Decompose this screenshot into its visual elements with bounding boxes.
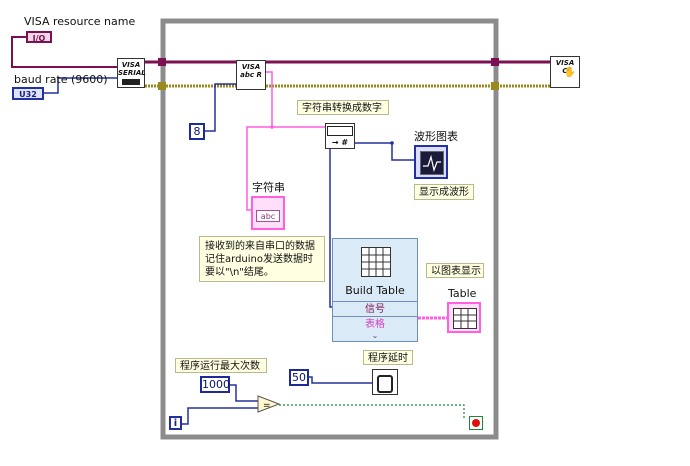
delay-wire (305, 376, 372, 384)
string-to-number-node[interactable]: → # (325, 123, 355, 149)
receive-data-comment: 接收到的来自串口的数据 记住arduino发送数据时 要以"\n"结尾。 (199, 236, 325, 282)
error-tunnel-right (491, 82, 499, 90)
numeric-output-wire (329, 142, 414, 308)
string-to-number-comment: 字符串转换成数字 (297, 100, 389, 115)
build-table-table-output[interactable]: 表格 (333, 316, 417, 331)
build-table-signal-input[interactable]: 信号 (333, 301, 417, 316)
waveform-chart-label: 波形图表 (414, 130, 458, 143)
string-indicator-label: 字符串 (252, 181, 285, 194)
table-grid-icon (361, 247, 391, 277)
baud-rate-label: baud rate (9600) (14, 73, 108, 86)
arrow-hash-icon: → # (331, 138, 349, 147)
max-count-wire (230, 384, 258, 402)
equal-compare-node (257, 395, 281, 413)
error-tunnel-left (158, 82, 166, 90)
show-table-comment: 以图表显示 (426, 263, 484, 278)
expand-chevron-icon[interactable]: ⌄ (371, 331, 379, 340)
table-indicator-terminal[interactable] (447, 302, 481, 333)
visa-serial-text: VISA SERIAL (118, 61, 146, 77)
byte-count-wire (205, 83, 236, 132)
wait-ms-node[interactable] (372, 369, 398, 395)
watch-icon (377, 375, 393, 393)
build-table-title: Build Table (345, 284, 405, 297)
digits-icon (327, 126, 353, 136)
byte-count-constant[interactable]: 8 (189, 123, 205, 140)
iteration-wire (182, 407, 258, 425)
stop-condition-wire (279, 404, 465, 420)
delay-comment: 程序延时 (363, 350, 413, 365)
svg-text:=: = (263, 401, 271, 411)
loop-condition-terminal[interactable] (469, 416, 483, 430)
refnum-tunnel-left (158, 58, 166, 66)
visa-serial-config-node[interactable]: VISA SERIAL (117, 58, 146, 88)
visa-read-text: VISA abc R (240, 63, 262, 79)
table-icon (453, 308, 477, 329)
baud-wire (44, 77, 117, 94)
iteration-terminal: i (169, 416, 182, 430)
max-runs-comment: 程序运行最大次数 (175, 358, 267, 373)
serial-port-icon (122, 79, 140, 85)
close-hand-icon: ✋ (563, 67, 576, 78)
refnum-tunnel-right (491, 58, 499, 66)
visa-close-text: VISA C (555, 59, 575, 75)
build-table-node[interactable]: Build Table 信号 表格 ⌄ (332, 238, 418, 342)
visa-resource-name-label: VISA resource name (24, 15, 136, 28)
waveform-chart-terminal[interactable] (414, 145, 448, 179)
while-loop-frame[interactable] (160, 18, 499, 440)
string-wire (246, 71, 325, 211)
visa-close-node[interactable]: VISA C ✋ (550, 56, 580, 88)
string-indicator-terminal[interactable]: abc (251, 196, 285, 230)
baud-rate-terminal[interactable]: U32 (12, 87, 44, 100)
show-waveform-comment: 显示成波形 (414, 184, 474, 200)
string-type-label: abc (256, 210, 280, 222)
delay-constant[interactable]: 50 (289, 369, 309, 386)
table-indicator-label: Table (448, 287, 477, 300)
visa-resource-terminal[interactable]: I/O (26, 31, 52, 43)
visa-read-node[interactable]: VISA abc R (236, 60, 266, 90)
max-count-constant[interactable]: 1000 (200, 376, 230, 393)
stop-icon (472, 419, 480, 427)
waveform-icon (420, 151, 444, 175)
